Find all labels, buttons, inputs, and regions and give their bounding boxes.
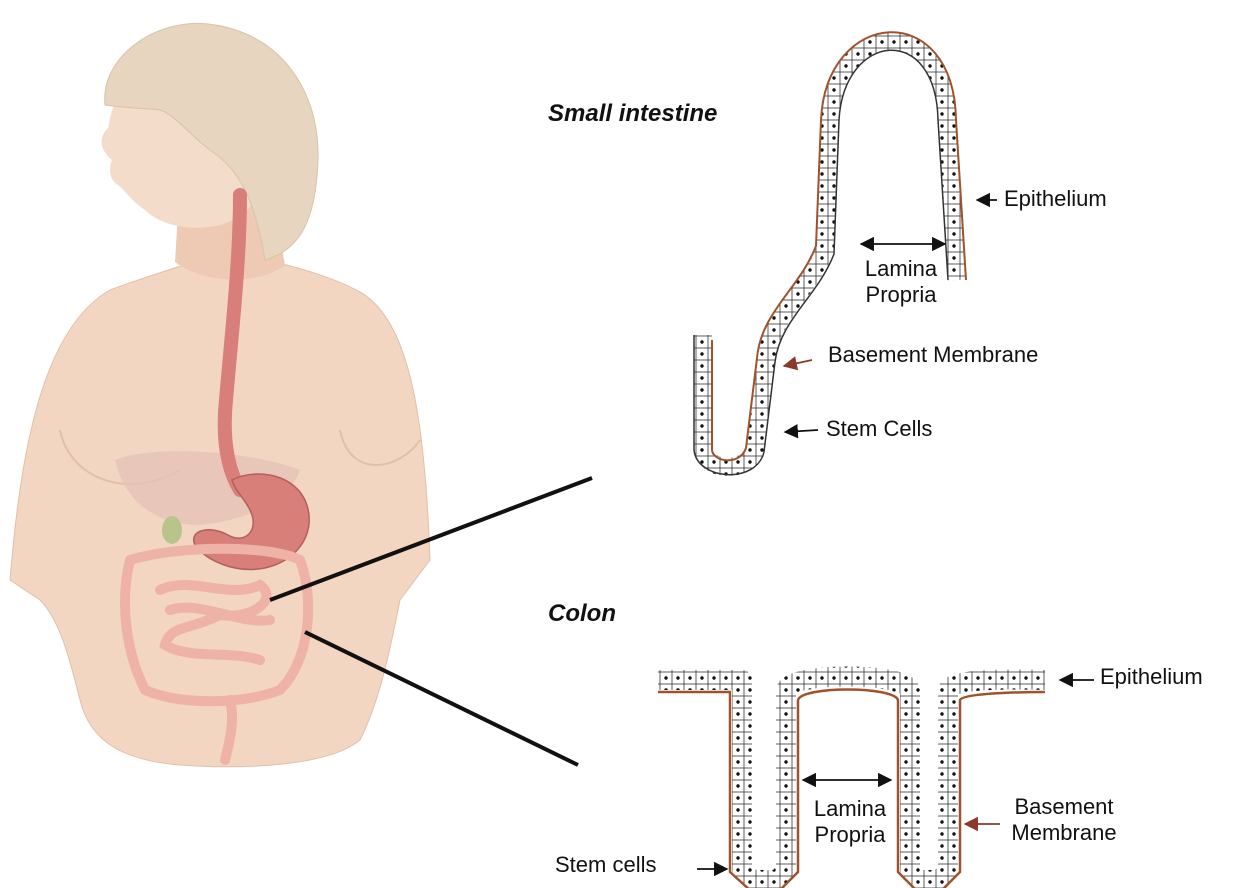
colon-lamina-line2: Propria <box>795 822 905 848</box>
si-lamina-line2: Propria <box>846 282 956 308</box>
si-stem-cells-label: Stem Cells <box>826 416 932 442</box>
human-figure <box>10 23 430 766</box>
colon-lamina-line1: Lamina <box>795 796 905 822</box>
colon-basement-membrane-label: Basement Membrane <box>1004 794 1124 847</box>
si-lamina-propria-label: Lamina Propria <box>846 256 956 309</box>
colon-diagram <box>658 677 1045 888</box>
si-stem-arrow <box>785 430 818 432</box>
colon-lamina-propria-label: Lamina Propria <box>795 796 905 849</box>
colon-basement-membrane <box>658 690 1045 888</box>
colon-basement-line1: Basement <box>1004 794 1124 820</box>
section-title-small-intestine: Small intestine <box>548 100 717 129</box>
si-lamina-line1: Lamina <box>846 256 956 282</box>
small-intestine-diagram <box>694 32 966 474</box>
small-intestine-epithelium-band <box>703 41 957 467</box>
colon-basement-line2: Membrane <box>1004 820 1124 846</box>
section-title-colon: Colon <box>548 600 616 629</box>
si-basement-membrane-label: Basement Membrane <box>828 342 1038 368</box>
si-basement-arrow <box>784 360 812 366</box>
colon-epithelium-label: Epithelium <box>1100 664 1203 690</box>
colon-stem-cells-label: Stem cells <box>555 852 656 878</box>
si-epithelium-label: Epithelium <box>1004 186 1107 212</box>
colon-epithelium-band <box>658 677 1045 881</box>
gallbladder <box>162 516 182 544</box>
